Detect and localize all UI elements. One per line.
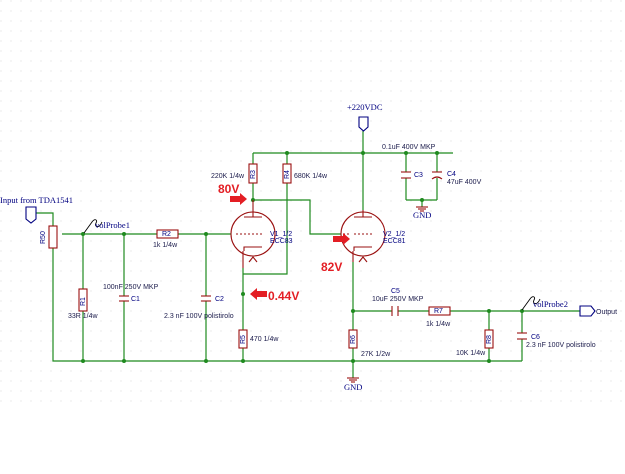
v1-plate-voltage: 80V: [218, 182, 239, 196]
c4-value: 47uF 400V: [447, 179, 482, 186]
probe-1-label: volProbe1: [95, 220, 130, 230]
output-port-label: Output: [596, 309, 617, 316]
v1-cathode-voltage: 0.44V: [268, 289, 299, 303]
output-port: Output: [579, 305, 617, 317]
capacitor-c1: C1 100nF 250V MKP: [103, 284, 159, 303]
probe-2-label: volProbe2: [533, 299, 568, 309]
input-port: Input from TDA1541: [0, 195, 73, 224]
r7-value: 1k 1/4w: [426, 321, 451, 328]
c1-ref: C1: [131, 296, 140, 303]
r4-ref: R4: [284, 170, 291, 179]
c3-value: 0.1uF 400V MKP: [382, 144, 436, 151]
probe-2: volProbe2: [521, 296, 568, 311]
capacitor-c6: C6 2.3 nF 100V polistirolo: [517, 332, 596, 349]
c3-ref: C3: [414, 172, 423, 179]
ground-2-label: GND: [344, 382, 362, 392]
voltage-v2-plate: 82V: [321, 233, 350, 274]
ground-1: GND: [413, 206, 431, 220]
c4-ref: C4: [447, 171, 456, 178]
capacitor-c3: C3 0.1uF 400V MKP: [382, 144, 436, 179]
c2-value: 2.3 nF 100V polistirolo: [164, 313, 234, 320]
resistor-r4: R4 680K 1/4w: [282, 163, 328, 184]
r1-ref: R1: [80, 297, 87, 306]
resistor-r6: R6 27K 1/2w: [348, 329, 391, 358]
ground-1-label: GND: [413, 210, 431, 220]
input-port-label: Input from TDA1541: [0, 195, 73, 205]
resistor-r8: R8 10K 1/4w: [456, 329, 494, 357]
c1-value: 100nF 250V MKP: [103, 284, 159, 291]
wires: [36, 131, 580, 378]
capacitor-c2: C2 2.3 nF 100V polistirolo: [164, 295, 234, 320]
right-arrow-icon: [230, 193, 247, 205]
r3-value: 220K 1/4w: [211, 173, 245, 180]
v2-ref: V2_1/2: [383, 231, 405, 238]
r5-ref: R5: [240, 335, 247, 344]
v2-type: ECC81: [383, 238, 406, 245]
r50-ref: R50: [40, 231, 47, 244]
r6-ref: R6: [350, 335, 357, 344]
right-arrow-icon: [333, 233, 350, 245]
voltage-v1-plate: 80V: [218, 182, 247, 205]
r1-value: 33R 1/4w: [68, 313, 99, 320]
r6-value: 27K 1/2w: [361, 351, 391, 358]
supply-port-label: +220VDC: [347, 102, 383, 112]
resistor-r1: R1 33R 1/4w: [68, 288, 99, 320]
resistor-r50: R50: [40, 225, 58, 249]
r2-ref: R2: [162, 231, 171, 238]
grid-background: [0, 0, 625, 405]
resistor-r5: R5 470 1/4w: [238, 329, 279, 349]
probe-1: volProbe1: [83, 219, 130, 234]
capacitor-c5: C5 10uF 250V MKP: [372, 288, 424, 316]
left-arrow-icon: [250, 288, 267, 300]
tube-v1: V1_1/2 ECC83: [230, 200, 293, 268]
r3-ref: R3: [250, 170, 257, 179]
c5-ref: C5: [391, 288, 400, 295]
resistor-r7: R7 1k 1/4w: [426, 306, 451, 328]
r7-ref: R7: [434, 308, 443, 315]
r5-value: 470 1/4w: [250, 336, 279, 343]
ground-2: GND: [344, 377, 362, 392]
tube-v2: V2_1/2 ECC81: [340, 210, 406, 263]
v1-ref: V1_1/2: [270, 231, 292, 238]
r8-ref: R8: [486, 335, 493, 344]
v1-type: ECC83: [270, 238, 293, 245]
r4-value: 680K 1/4w: [294, 173, 328, 180]
v2-plate-voltage: 82V: [321, 260, 342, 274]
supply-port: +220VDC: [347, 102, 383, 132]
capacitor-c4: C4 47uF 400V: [431, 171, 482, 186]
c5-value: 10uF 250V MKP: [372, 296, 424, 303]
r8-value: 10K 1/4w: [456, 350, 486, 357]
c6-ref: C6: [531, 334, 540, 341]
resistor-r2: R2 1k 1/4w: [153, 229, 179, 249]
voltage-v1-cathode: 0.44V: [250, 288, 299, 303]
c2-ref: C2: [215, 296, 224, 303]
r2-value: 1k 1/4w: [153, 242, 178, 249]
resistor-r3: R3 220K 1/4w: [211, 163, 258, 184]
c6-value: 2.3 nF 100V polistirolo: [526, 342, 596, 349]
